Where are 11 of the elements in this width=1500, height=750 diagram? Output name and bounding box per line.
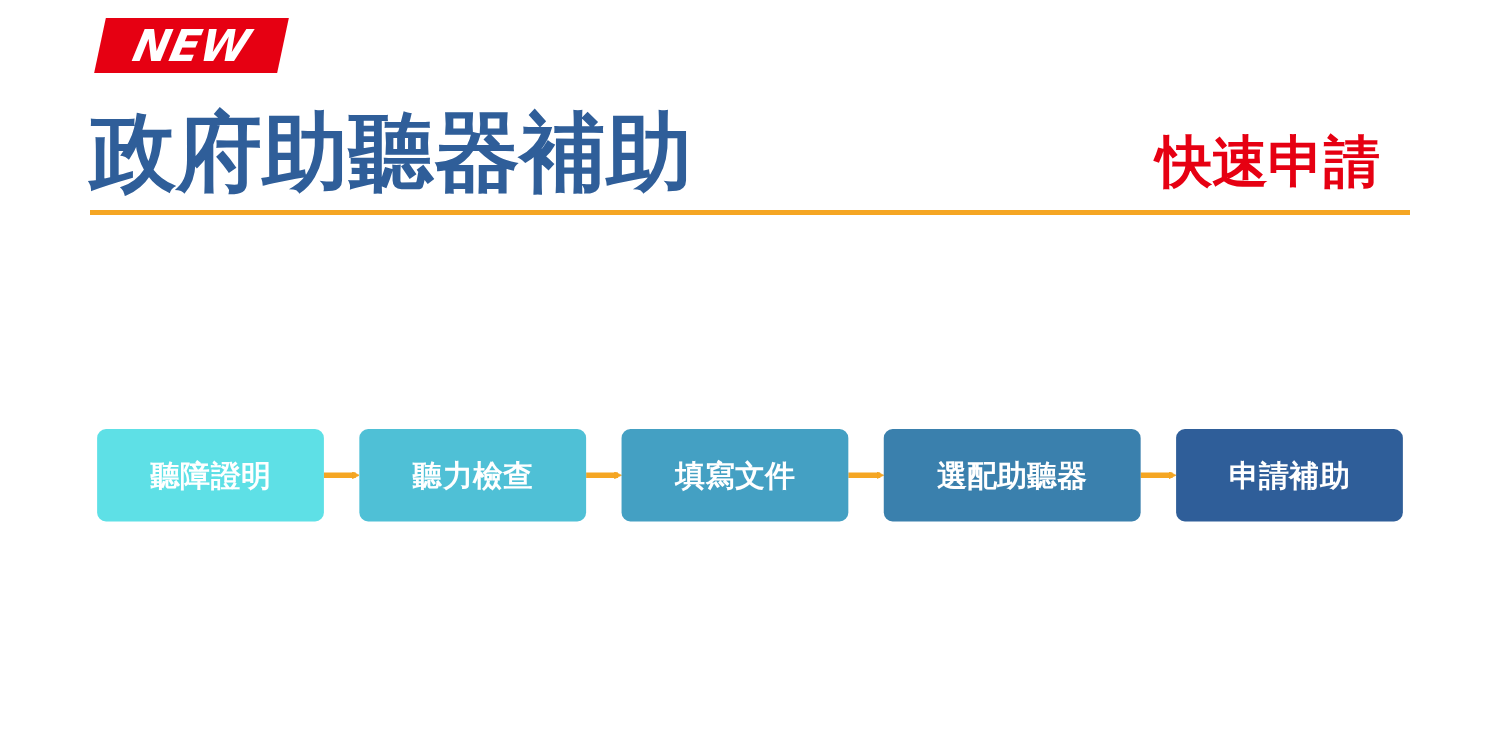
title: 政府助聽器補助 bbox=[90, 101, 692, 204]
arrow bbox=[586, 471, 622, 479]
node-box bbox=[1176, 428, 1403, 522]
node-box bbox=[621, 428, 849, 522]
arrow bbox=[323, 471, 360, 479]
new-badge: NEW bbox=[94, 18, 290, 73]
arrow bbox=[848, 471, 885, 479]
node-box bbox=[883, 428, 1141, 522]
node-box bbox=[97, 428, 324, 522]
arrow bbox=[1140, 471, 1177, 479]
node-box bbox=[359, 428, 587, 522]
